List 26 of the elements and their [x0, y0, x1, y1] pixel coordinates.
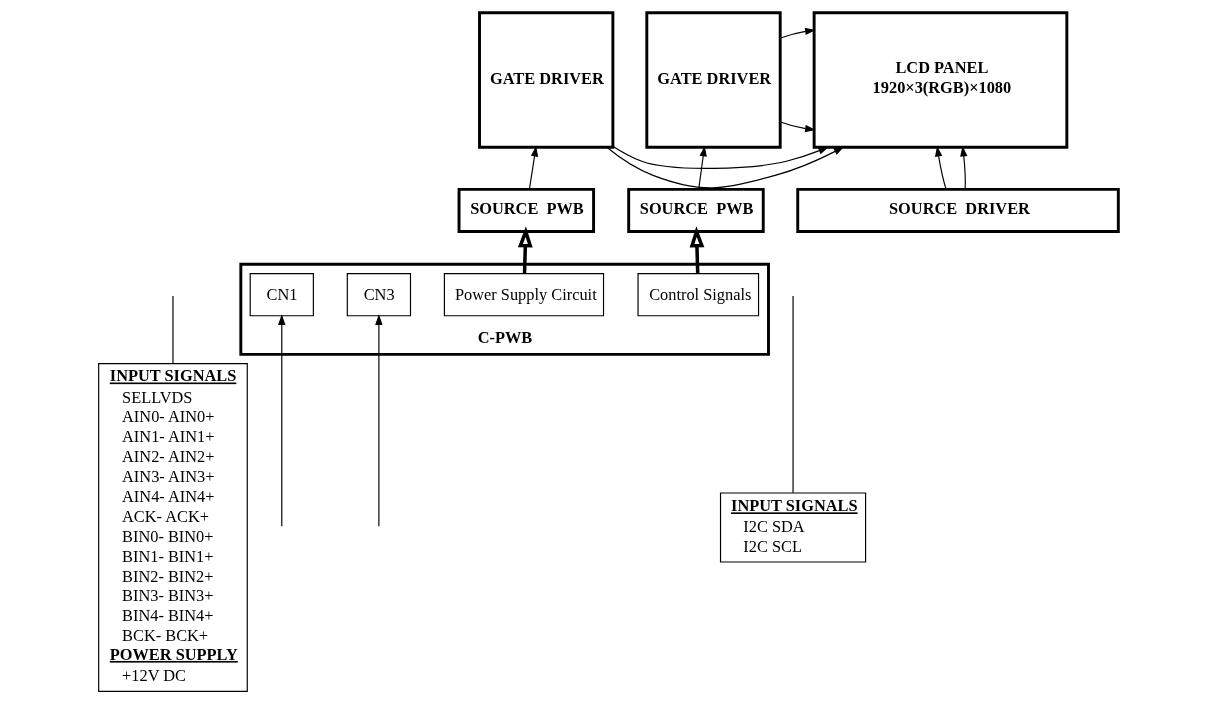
- node-box: SOURCE DRIVER: [795, 187, 1120, 233]
- arrow: [779, 121, 816, 133]
- arrow: [374, 314, 383, 527]
- arrow: [605, 146, 844, 189]
- node-box: CN1: [249, 273, 314, 317]
- node-box: GATE DRIVER: [644, 11, 782, 149]
- node-box: SOURCE PWB: [457, 187, 595, 233]
- node-box: GATE DRIVER: [477, 11, 614, 149]
- arrow: [779, 27, 816, 39]
- node-box: INPUT SIGNALS SELLVDS AIN0- AIN0+ AIN1- AIN1+ AIN2- AIN2+ AIN3- AIN3+ AIN4- AIN4+ ACK- ACK+ BIN0- BIN0+ BIN1- BIN1+ BIN2- BIN2+ BIN3- BIN3+ BIN4- BIN4+ BCK- BCK+ POWER SUPPLY +12V DC: [97, 363, 248, 692]
- node-box: LCD PANEL 1920×3(RGB)×1080: [812, 11, 1068, 149]
- arrow: [959, 145, 967, 190]
- arrow: [689, 226, 704, 274]
- arrow: [934, 145, 947, 190]
- node-box: INPUT SIGNALS I2C SDA I2C SCL: [719, 492, 866, 563]
- connector: [171, 295, 174, 365]
- arrow: [611, 145, 829, 169]
- arrow: [517, 226, 533, 274]
- connector: [791, 295, 794, 494]
- node-box: CN3: [346, 273, 411, 317]
- arrow: [697, 145, 707, 190]
- node-box: Control Signals: [636, 273, 759, 317]
- node-box: SOURCE PWB: [626, 187, 765, 233]
- node-box: Power Supply Circuit: [443, 273, 604, 317]
- arrow: [277, 314, 285, 527]
- arrow: [528, 145, 538, 190]
